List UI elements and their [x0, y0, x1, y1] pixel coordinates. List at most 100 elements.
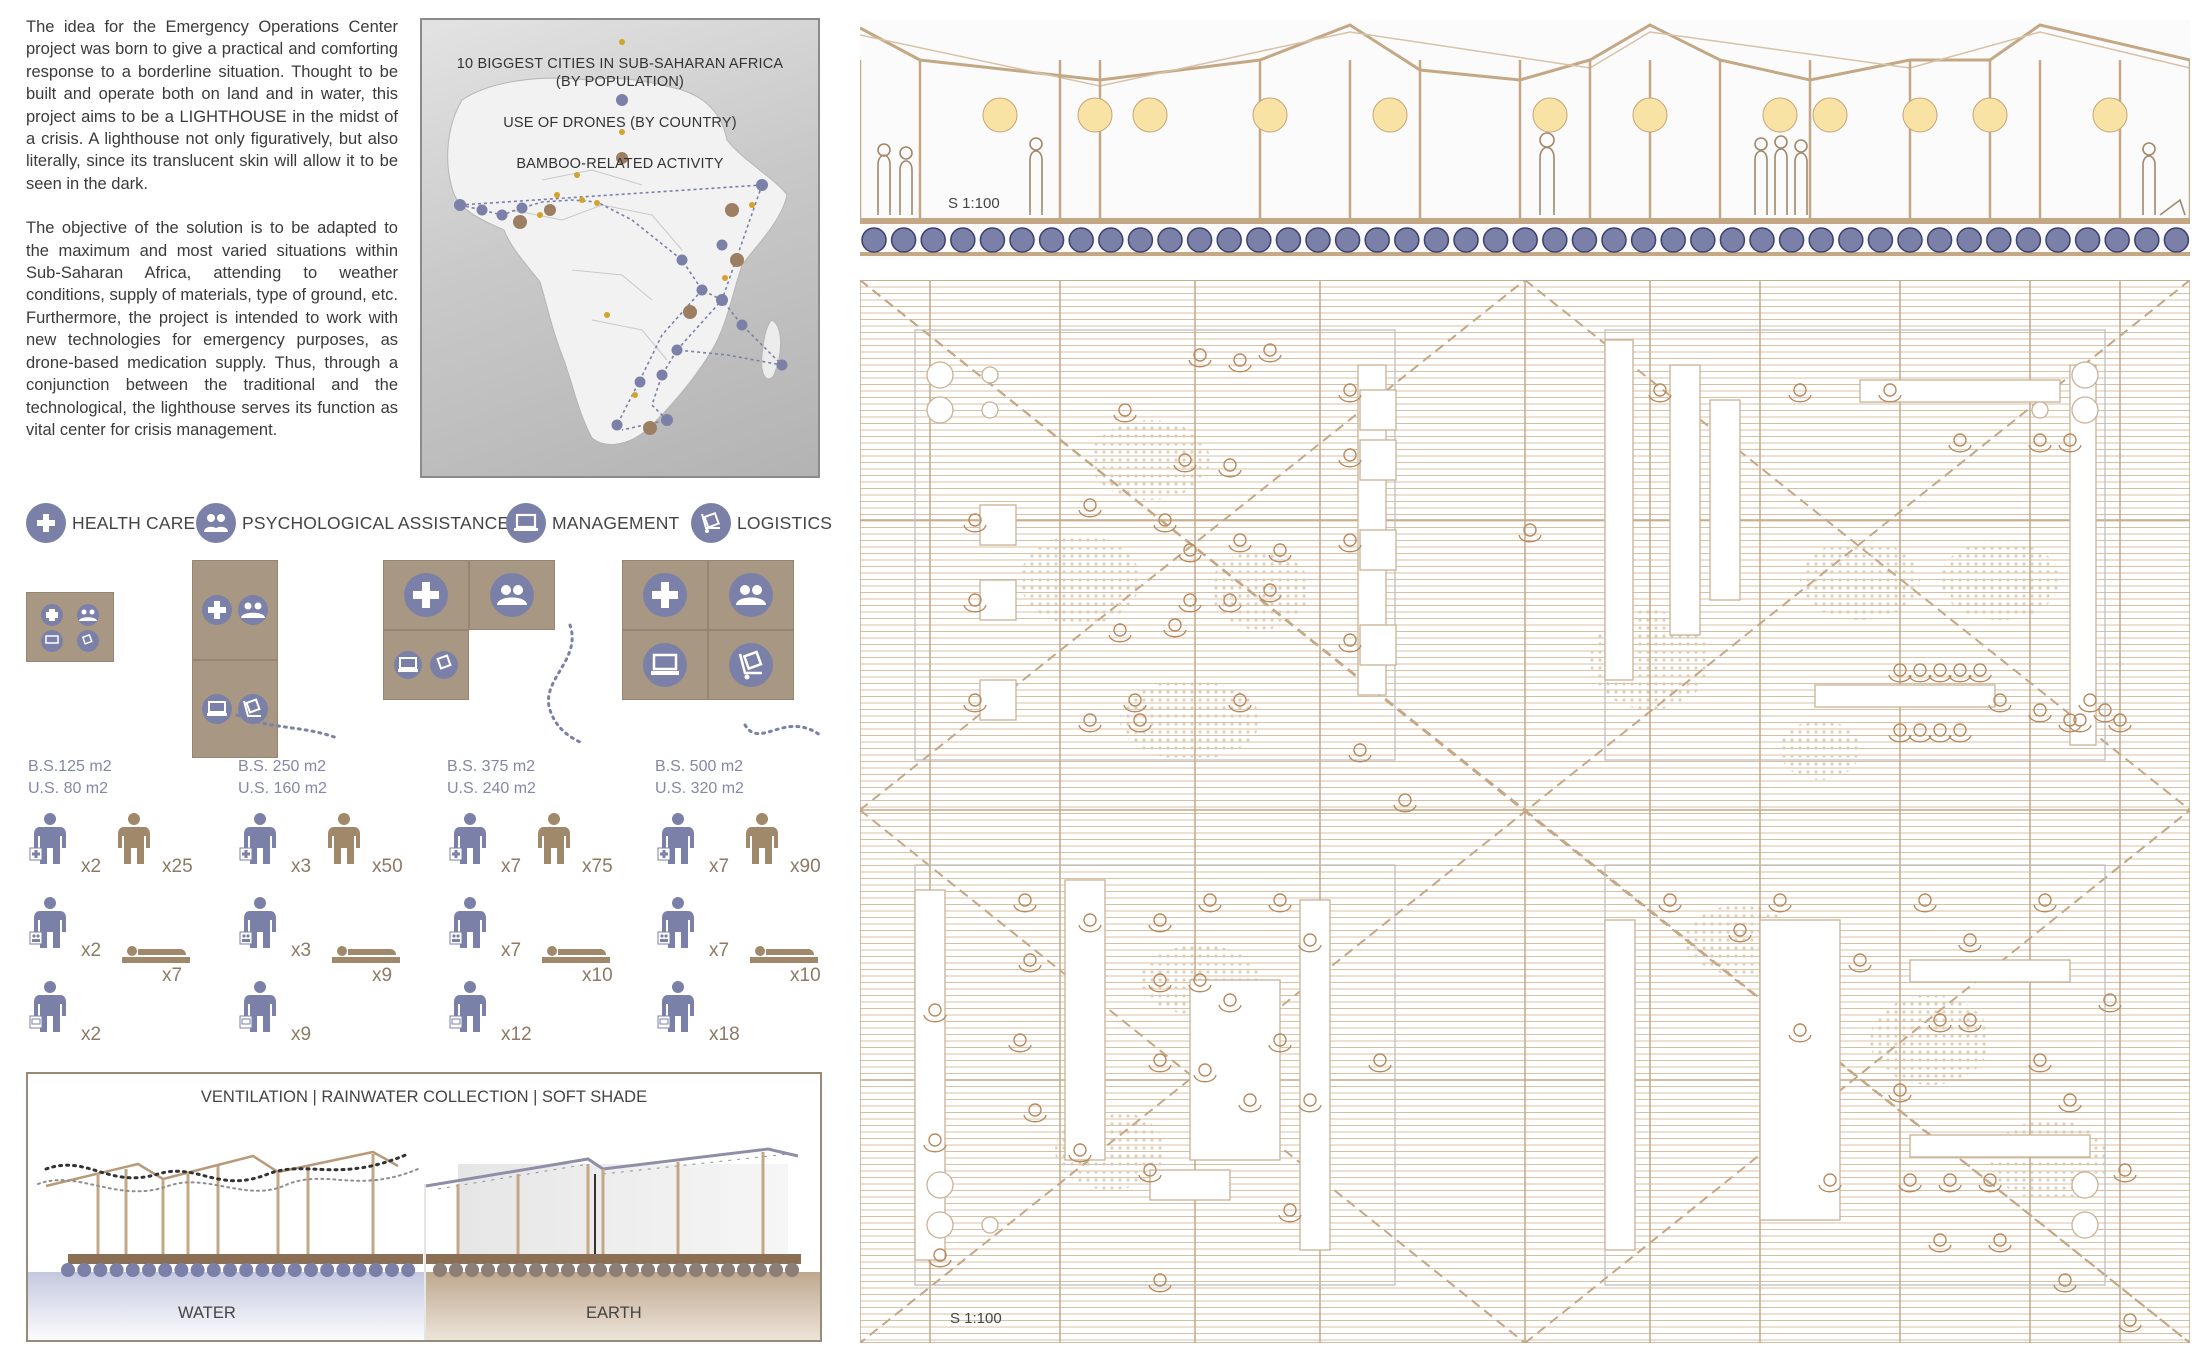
- plan-person: [1268, 543, 1292, 563]
- plan-person: [2113, 1163, 2137, 1183]
- plan-person: [1148, 1273, 1172, 1293]
- plan-person: [963, 693, 987, 713]
- section-people: [877, 132, 2186, 216]
- plan-person: [2058, 433, 2082, 453]
- module-tile: [383, 560, 469, 630]
- water-float: [239, 1263, 254, 1277]
- building-section: S 1:100: [858, 20, 2192, 260]
- plan-person: [1078, 498, 1102, 518]
- medic-count: x2: [81, 856, 102, 877]
- legend-drones: USE OF DRONES (BY COUNTRY): [503, 115, 737, 131]
- dotted-connector-500: [743, 723, 822, 737]
- water-float: [223, 1263, 237, 1277]
- section-float: [1098, 227, 1124, 253]
- psychologist-count: x7: [501, 940, 522, 961]
- section-float: [1778, 227, 1805, 253]
- section-float: [1512, 227, 1538, 253]
- psychologist-count: x3: [291, 940, 312, 961]
- water-float: [158, 1263, 173, 1277]
- section-float: [1186, 227, 1213, 253]
- plan-person: [2028, 703, 2052, 723]
- plan-person: [1188, 973, 1212, 993]
- module-tile: [622, 630, 708, 700]
- module-125: [26, 592, 116, 664]
- plan-person: [1368, 1053, 1392, 1073]
- manager-figure-icon: [28, 980, 72, 1039]
- water-float: [368, 1263, 383, 1277]
- intro-paragraph-2: The objective of the solution is to be a…: [26, 219, 398, 439]
- manager-figure-icon: [448, 980, 492, 1039]
- section-float: [1986, 227, 2012, 253]
- water-float: [336, 1263, 351, 1277]
- section-float: [1571, 227, 1598, 253]
- plan-person: [2108, 713, 2132, 733]
- plan-person: [1113, 403, 1137, 423]
- section-float: [1246, 227, 1272, 253]
- plan-person: [1218, 993, 1242, 1013]
- ventilation-panel: VENTILATION | RAINWATER COLLECTION | SOF…: [26, 1072, 822, 1342]
- plan-person: [1818, 1173, 1842, 1193]
- city-points: [537, 39, 755, 398]
- plan-person: [1108, 623, 1132, 643]
- africa-map-graphic: [447, 39, 788, 445]
- earth-deck: [426, 1254, 801, 1264]
- bed-count: x9: [372, 965, 393, 986]
- earth-label: EARTH: [586, 1304, 642, 1322]
- plan-round-tables: [926, 361, 2099, 1239]
- plan-person: [1268, 1033, 1292, 1053]
- water-float: [352, 1263, 367, 1277]
- plan-person: [1928, 1013, 1952, 1033]
- plan-person: [2068, 713, 2092, 733]
- section-float: [1956, 227, 1982, 253]
- water-float: [93, 1263, 108, 1277]
- medic-figure-icon: [656, 812, 700, 871]
- water-float: [304, 1263, 318, 1277]
- plan-person: [1648, 383, 1672, 403]
- plan-person: [1848, 953, 1872, 973]
- legend-cities-line2: (BY POPULATION): [555, 74, 685, 90]
- section-floats: [861, 227, 2190, 253]
- section-float: [1867, 227, 1894, 253]
- water-float: [255, 1263, 270, 1277]
- plan-person: [1913, 893, 1937, 913]
- earth-float: [593, 1263, 607, 1277]
- plan-scale: S 1:100: [950, 1310, 1002, 1327]
- module-tile: [383, 630, 469, 700]
- earth-float: [497, 1263, 511, 1277]
- pontoon-floats: [61, 1263, 799, 1277]
- earth-float: [641, 1263, 655, 1277]
- legend-bamboo: BAMBOO-RELATED ACTIVITY: [516, 156, 724, 172]
- plan-person: [1348, 743, 1372, 763]
- section-float: [1749, 227, 1775, 253]
- section-float: [920, 227, 946, 253]
- section-deck: [860, 218, 2190, 224]
- plan-person: [963, 513, 987, 533]
- section-float: [1926, 227, 1953, 253]
- plan-person: [1013, 893, 1037, 913]
- water-float: [142, 1263, 156, 1277]
- bed-patient-icon: [748, 944, 820, 971]
- ventilation-sections: [28, 1147, 820, 1340]
- earth-float: [481, 1263, 495, 1277]
- section-float: [1660, 227, 1686, 253]
- earth-float: [785, 1263, 799, 1277]
- plan-person: [2028, 1053, 2052, 1073]
- water-float: [206, 1263, 221, 1277]
- water-float: [109, 1263, 124, 1277]
- plan-person: [2078, 693, 2102, 713]
- stats-module-125: B.S.125 m2 U.S. 80 m2: [28, 756, 112, 800]
- plan-person: [1258, 583, 1282, 603]
- plan-person: [1968, 663, 1992, 683]
- earth-float: [433, 1263, 447, 1277]
- plan-person: [1338, 533, 1362, 553]
- plan-person: [1518, 523, 1542, 543]
- plan-person: [963, 593, 987, 613]
- earth-float: [545, 1263, 559, 1277]
- module-tile: [708, 630, 794, 700]
- section-float: [950, 227, 976, 253]
- manager-figure-icon: [656, 980, 700, 1039]
- plan-person: [2053, 1273, 2077, 1293]
- section-float: [1305, 227, 1331, 253]
- section-float: [1334, 227, 1361, 253]
- plan-person: [1788, 1023, 1812, 1043]
